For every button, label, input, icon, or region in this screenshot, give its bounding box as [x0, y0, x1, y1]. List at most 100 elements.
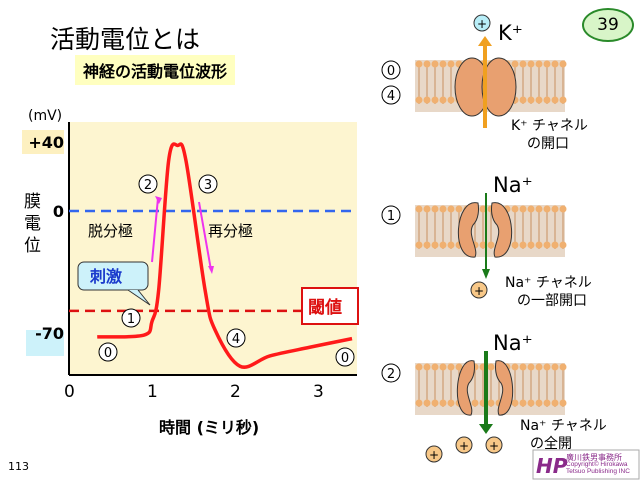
threshold-label-box: [301, 287, 359, 325]
logo-name: 廣川鉄男事務所: [566, 452, 622, 462]
lipid-head: [559, 60, 567, 68]
lipid-head: [551, 241, 559, 249]
lipid-head: [431, 205, 439, 213]
lipid-head: [431, 399, 439, 407]
lipid-head: [559, 241, 567, 249]
lipid-head: [543, 399, 551, 407]
ytick-bg-70: [26, 330, 64, 356]
phase-number: 4: [387, 89, 395, 104]
lipid-head: [487, 399, 495, 407]
channel-label: Na⁺ チャネル: [505, 275, 592, 291]
channel-label: の一部開口: [517, 293, 587, 309]
lipid-head: [551, 60, 559, 68]
lipid-head: [431, 96, 439, 104]
threshold-label: 閾値: [308, 297, 342, 318]
lipid-head: [527, 96, 535, 104]
page-number: 113: [8, 460, 29, 473]
channel-protein-left: [456, 360, 475, 416]
lipid-head: [527, 60, 535, 68]
y-tick-label: +40: [28, 133, 64, 152]
lipid-head: [543, 60, 551, 68]
logo-mark: HP: [536, 454, 568, 478]
lipid-head: [527, 399, 535, 407]
na-ion: [455, 436, 473, 454]
slide-title: 活動電位とは: [50, 25, 201, 54]
lipid-head: [511, 363, 519, 371]
lipid-head: [519, 399, 527, 407]
phase-marker: [335, 347, 355, 367]
lipid-head: [559, 205, 567, 213]
callout-pointer: [127, 289, 151, 306]
stimulus-label: 刺激: [89, 267, 122, 286]
ion-sign: +: [489, 439, 499, 453]
lipid-head: [423, 241, 431, 249]
slide-subtitle: 神経の活動電位波形: [75, 55, 236, 85]
lipid-head: [543, 96, 551, 104]
lipid-head: [439, 60, 447, 68]
lipid-head: [447, 96, 455, 104]
lipid-head: [479, 205, 487, 213]
lipid-head: [511, 241, 519, 249]
lipid-head: [527, 241, 535, 249]
lipid-head: [551, 363, 559, 371]
lipid-head: [543, 363, 551, 371]
lipid-head: [439, 96, 447, 104]
repolarization-arrow: [198, 201, 212, 271]
slide-number-badge: 39: [582, 8, 634, 42]
lipid-head: [423, 60, 431, 68]
lipid-head: [535, 241, 543, 249]
lipid-head: [455, 205, 463, 213]
lipid-head: [543, 205, 551, 213]
lipid-head: [447, 241, 455, 249]
membrane: [415, 363, 565, 415]
lipid-head: [511, 399, 519, 407]
channel-protein-left: [457, 202, 479, 258]
lipid-head: [415, 60, 423, 68]
phase-number: 2: [144, 178, 152, 193]
phase-number: 1: [127, 312, 135, 327]
phase-number: 0: [104, 346, 112, 361]
depolarization-arrowhead: [155, 196, 162, 204]
phase-marker: [226, 328, 246, 348]
stimulus-callout: [77, 261, 149, 291]
lipid-head: [423, 363, 431, 371]
membrane: [415, 205, 565, 257]
lipid-head: [471, 399, 479, 407]
phase-number: 4: [232, 332, 240, 347]
action-potential-curve: [97, 142, 353, 369]
phase-number: 2: [387, 367, 395, 382]
ion-label: Na⁺: [493, 173, 533, 197]
channel-protein-right: [491, 202, 513, 258]
ion-sign: +: [459, 439, 469, 453]
phase-marker: [198, 174, 218, 194]
na-ion: [470, 281, 488, 299]
lipid-head: [535, 60, 543, 68]
lipid-head: [559, 363, 567, 371]
lipid-head: [447, 363, 455, 371]
x-tick-label: 0: [64, 382, 75, 402]
lipid-head: [511, 205, 519, 213]
lipid-head: [535, 205, 543, 213]
lipid-head: [519, 241, 527, 249]
phase-marker: [381, 363, 401, 383]
phase-marker: [381, 85, 401, 105]
phase-marker: [381, 60, 401, 80]
phase-number: 0: [387, 64, 395, 79]
phase-marker: [381, 205, 401, 225]
ion-sign: +: [477, 17, 487, 31]
lipid-head: [415, 96, 423, 104]
lipid-head: [423, 205, 431, 213]
lipid-head: [527, 363, 535, 371]
lipid-head: [439, 205, 447, 213]
lipid-head: [519, 205, 527, 213]
y-tick-label: -70: [35, 324, 64, 343]
depolarization-label: 脱分極: [88, 222, 133, 240]
lipid-head: [535, 399, 543, 407]
na-ion: [485, 436, 503, 454]
lipid-head: [559, 399, 567, 407]
k-ion: [473, 14, 491, 32]
x-tick-label: 3: [313, 382, 324, 402]
phase-number: 1: [387, 209, 395, 224]
